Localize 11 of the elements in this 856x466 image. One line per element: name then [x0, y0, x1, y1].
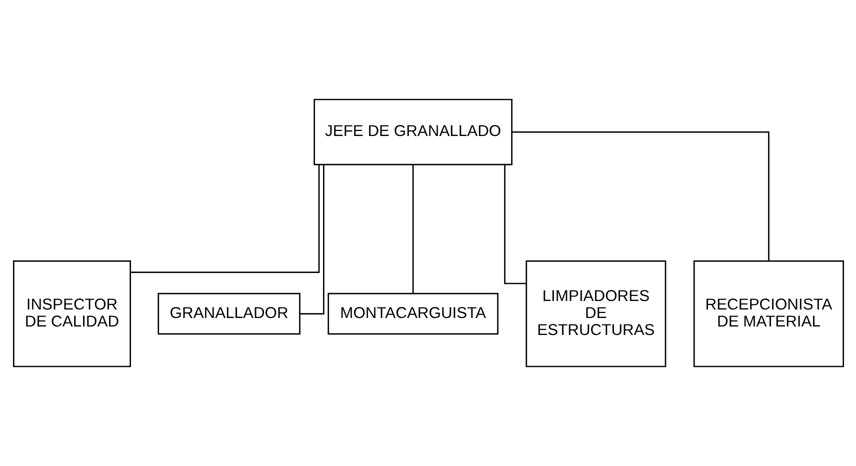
connector — [504, 164, 526, 284]
connector — [412, 164, 414, 294]
connector — [130, 164, 320, 273]
node-box: INSPECTOR DE CALIDAD — [12, 260, 131, 368]
node-box: LIMPIADORES DE ESTRUCTURAS — [525, 260, 666, 368]
node-box: GRANALLADOR — [157, 292, 300, 335]
connector — [512, 131, 769, 261]
node-box: RECEPCIONISTA DE MATERIAL — [692, 260, 844, 368]
connector — [299, 164, 324, 314]
node-box: MONTACARGUISTA — [327, 292, 498, 335]
node-box: JEFE DE GRANALLADO — [313, 98, 512, 166]
